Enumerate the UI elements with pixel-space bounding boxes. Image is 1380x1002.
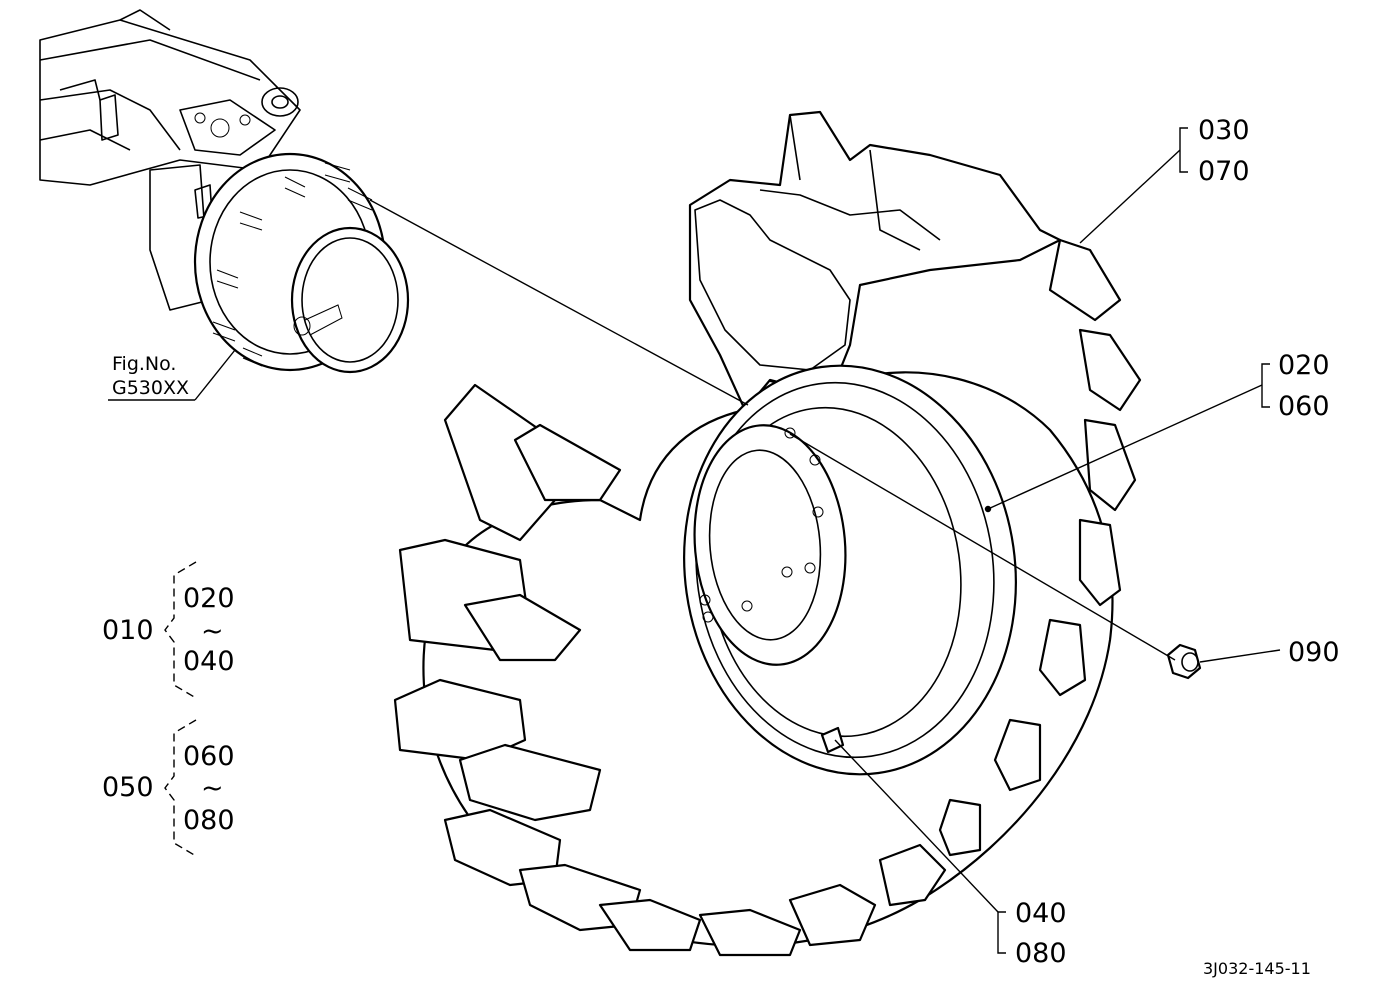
callout-030: 030 <box>1198 115 1250 146</box>
group-tilde-2: ~ <box>201 773 224 804</box>
callout-040: 040 <box>1015 898 1067 929</box>
group-to-040: 040 <box>183 646 235 677</box>
callout-090: 090 <box>1288 637 1340 668</box>
group-parent-050: 050 <box>102 772 154 803</box>
leader-lines <box>108 127 1281 954</box>
group-braces <box>164 561 197 857</box>
group-to-080: 080 <box>183 805 235 836</box>
group-from-060: 060 <box>183 741 235 772</box>
fig-ref-line2: G530XX <box>112 377 189 399</box>
axle-hub-assembly <box>39 9 410 374</box>
drawing-code: 3J032-145-11 <box>1203 959 1311 978</box>
group-tilde-1: ~ <box>201 616 224 647</box>
group-from-020: 020 <box>183 583 235 614</box>
tire-wheel-assembly <box>393 110 1142 957</box>
callout-020: 020 <box>1278 350 1330 381</box>
callout-060: 060 <box>1278 391 1330 422</box>
wheel-nut-part <box>1166 643 1202 680</box>
group-parent-010: 010 <box>102 615 154 646</box>
callout-080: 080 <box>1015 938 1067 969</box>
fig-ref-line1: Fig.No. <box>112 353 176 375</box>
callout-070: 070 <box>1198 156 1250 187</box>
